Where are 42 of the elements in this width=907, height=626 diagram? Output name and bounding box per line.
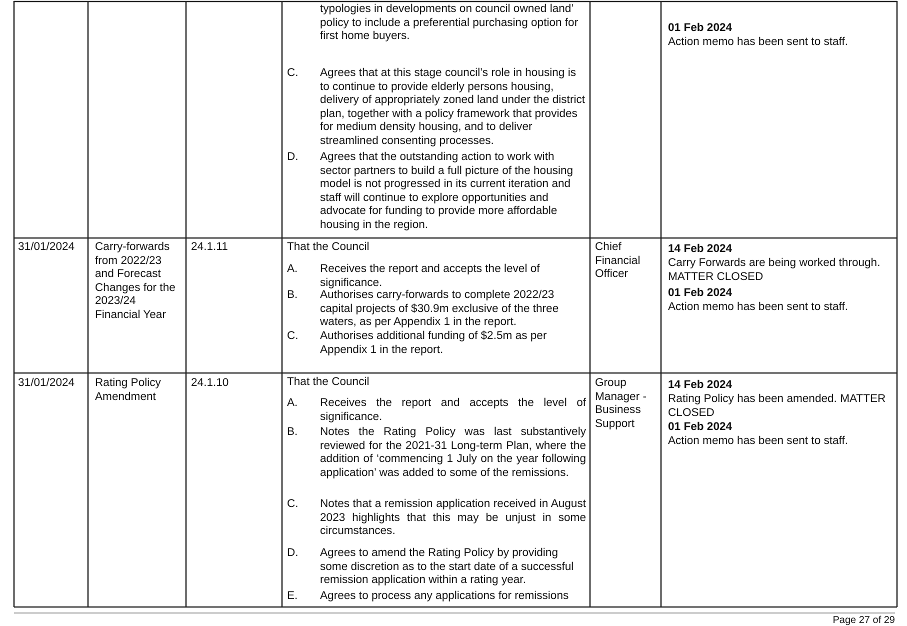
status-note: Rating Policy has been amended. MATTER CLOSED bbox=[668, 393, 887, 420]
item-letter: B. bbox=[287, 426, 299, 440]
status-note: Action memo has been sent to staff. bbox=[668, 36, 850, 50]
item-letter: C. bbox=[287, 498, 300, 512]
status-date: 14 Feb 2024 bbox=[668, 243, 734, 257]
status-date: 01 Feb 2024 bbox=[668, 22, 734, 36]
item-letter: D. bbox=[287, 151, 300, 165]
subject-text: Carry-forwards from 2022/23 and Forecast Changes for the 2023/24 Financial Year bbox=[95, 241, 176, 323]
officer-name: Group Manager - Business Support bbox=[595, 377, 648, 432]
resolution-text: Agrees to process any applications for remissions bbox=[320, 590, 570, 604]
item-letter: C. bbox=[287, 67, 300, 81]
officer-name: Chief Financial Officer bbox=[595, 241, 642, 282]
reference-number: 24.1.11 bbox=[191, 241, 229, 255]
item-letter: C. bbox=[287, 330, 300, 344]
status-note: Action memo has been sent to staff. bbox=[668, 301, 850, 315]
resolution-text: Agrees that the outstanding action to work with sector partners to build a full picture of the housing model is not progressed in its current iteration and staff will continue to explore opportunities and advocate for funding to provide more affordable housing in the region. bbox=[320, 151, 574, 233]
intro-text: That the Council bbox=[287, 241, 370, 255]
reference-number: 24.1.10 bbox=[191, 377, 230, 391]
resolution-text: Agrees that at this stage council’s role in housing is to continue to provide elderly persons housing, delivery of appropriately zoned land under the district plan, together with a policy framework that provides for medium density housing, and to deliver streamlined consenting processes. bbox=[320, 67, 586, 149]
item-letter: B. bbox=[287, 289, 299, 303]
meeting-date: 31/01/2024 bbox=[18, 377, 76, 391]
subject-text: Rating Policy Amendment bbox=[95, 377, 162, 404]
status-date: 01 Feb 2024 bbox=[668, 421, 734, 435]
resolution-text: Authorises carry-forwards to complete 2022/23 capital projects of $30.9m exclusive of the three waters, as per Appendix 1 in the report. bbox=[320, 289, 560, 330]
status-note: Carry Forwards are being worked through. MATTER CLOSED bbox=[668, 257, 882, 284]
item-letter: A. bbox=[287, 263, 299, 277]
status-date: 01 Feb 2024 bbox=[668, 287, 734, 301]
page-number: Page 27 of 29 bbox=[832, 614, 895, 626]
status-date: 14 Feb 2024 bbox=[668, 379, 734, 393]
resolution-text: Receives the report and accepts the level of significance. bbox=[320, 263, 541, 290]
resolution-text: Receives the report and accepts the level of significance. bbox=[320, 397, 586, 424]
meeting-date: 31/01/2024 bbox=[18, 241, 76, 255]
resolution-text: Authorises additional funding of $2.5m as per Appendix 1 in the report. bbox=[320, 330, 548, 358]
resolution-text: Agrees to amend the Rating Policy by providing some discretion as to the start date of a successful remission application within a rating year. bbox=[320, 547, 575, 588]
item-letter: E. bbox=[287, 590, 299, 604]
resolution-text: Notes the Rating Policy was last substantively reviewed for the 2021-31 Long-term Plan, where the addition of ‘commencing 1 July on the year following application’ was added to some of the remissions. bbox=[320, 426, 586, 480]
status-note: Action memo has been sent to staff. bbox=[668, 435, 850, 449]
intro-text: That the Council bbox=[287, 376, 370, 390]
item-letter: D. bbox=[287, 547, 300, 561]
resolution-text: Notes that a remission application received in August 2023 highlights that this may be unjust in some circumstances. bbox=[320, 498, 586, 539]
resolution-text: typologies in developments on council owned land’ policy to include a preferential purchasing option for first home buyers. bbox=[320, 3, 580, 44]
item-letter: A. bbox=[287, 397, 299, 411]
